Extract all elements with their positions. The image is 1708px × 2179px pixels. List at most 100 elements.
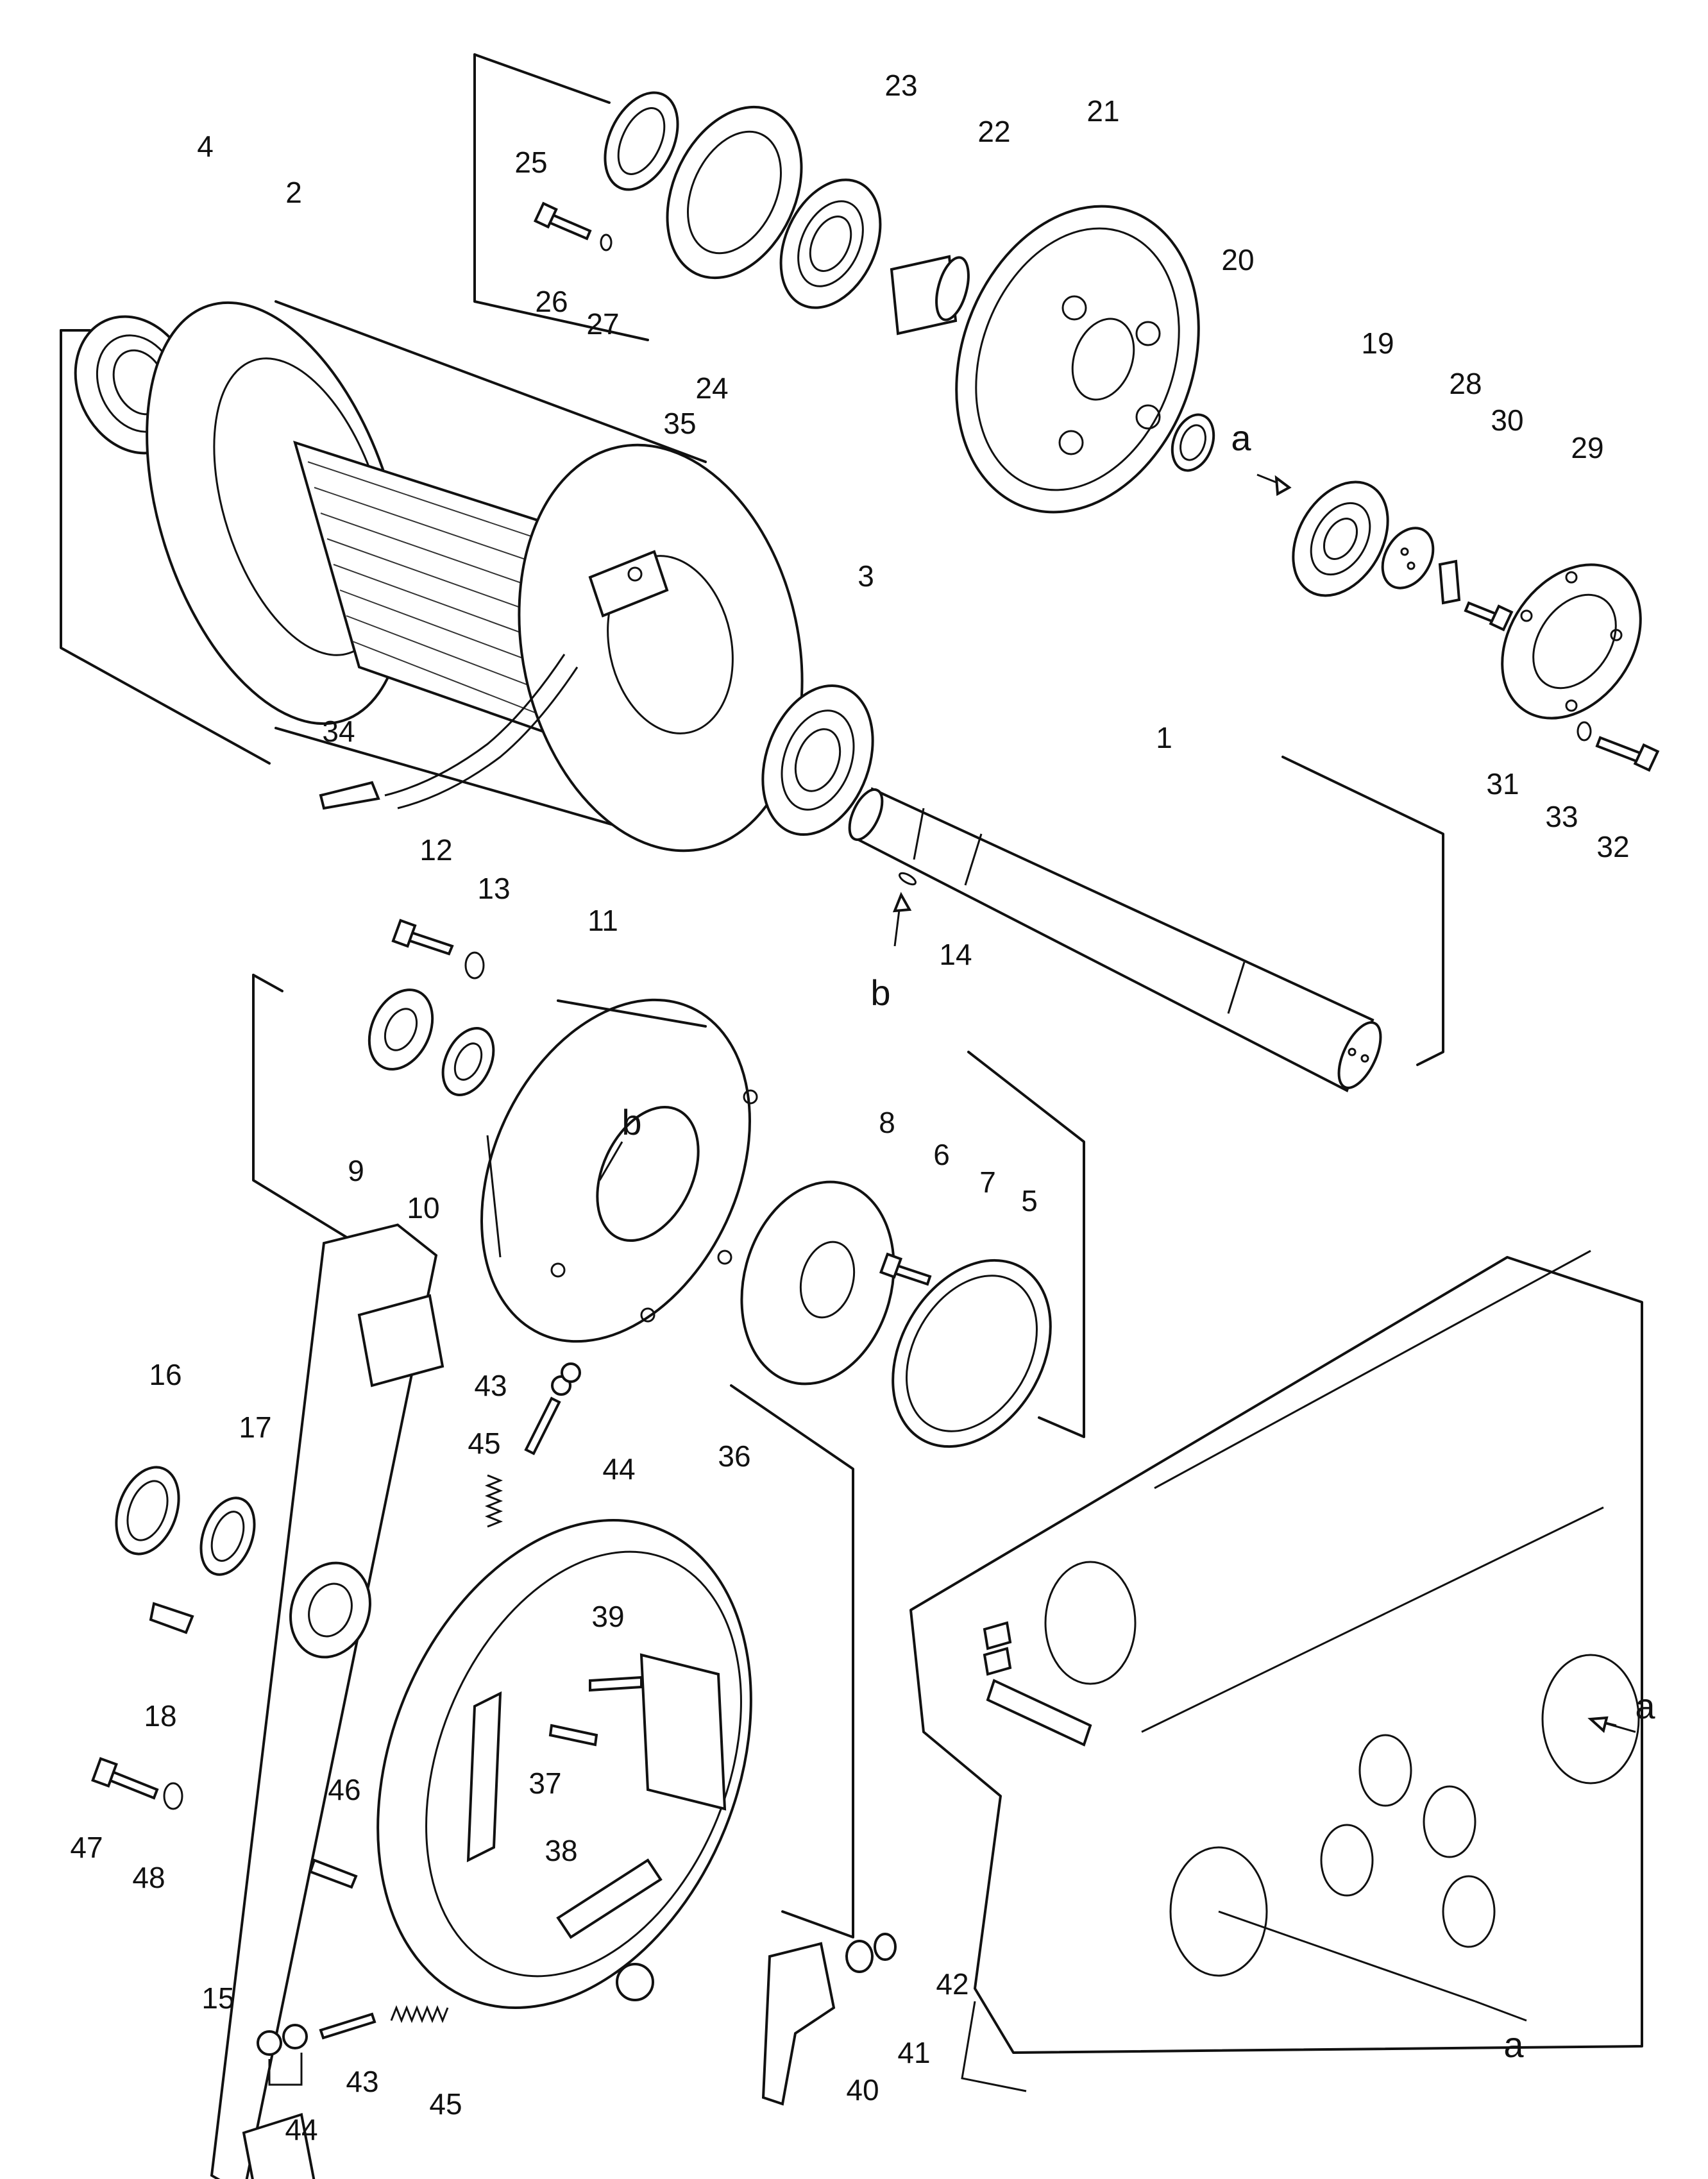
washer-10: [441, 1027, 495, 1096]
callout-15: 15: [201, 1981, 235, 2015]
seal-20: [1171, 413, 1215, 472]
callout-30: 30: [1491, 403, 1524, 437]
ref-letter-a-right: a: [1635, 1686, 1655, 1726]
callout-42: 42: [936, 1967, 969, 2001]
callout-43-bottom: 43: [346, 2065, 379, 2098]
washer-48: [163, 1782, 183, 1810]
callout-6: 6: [933, 1138, 950, 1171]
gasket-5: [892, 1259, 1052, 1448]
bearing-23: [779, 178, 882, 309]
callout-20: 20: [1221, 243, 1255, 276]
ref-letter-b-hub: b: [621, 1102, 642, 1142]
callout-19: 19: [1361, 326, 1394, 360]
ref-letter-b-left: b: [870, 972, 891, 1013]
washer-13: [464, 951, 485, 979]
callout-32: 32: [1596, 830, 1630, 863]
bearing-3: [761, 684, 874, 836]
callout-41: 41: [897, 2036, 931, 2069]
spring-45-bottom: [390, 2005, 449, 2024]
callout-39: 39: [591, 1600, 625, 1633]
callout-3: 3: [858, 559, 874, 593]
callout-47: 47: [70, 1831, 103, 1864]
key-14: [899, 872, 917, 886]
gear-21: [955, 205, 1200, 514]
bolt-26: [533, 201, 592, 241]
callout-46: 46: [328, 1773, 361, 1806]
callout-11: 11: [588, 904, 618, 937]
callout-23: 23: [884, 69, 918, 102]
callout-25: 25: [514, 146, 548, 179]
winch-drum-2: [146, 300, 804, 852]
callout-27: 27: [586, 307, 620, 341]
callout-12: 12: [419, 833, 453, 867]
bolt-29: [1464, 601, 1514, 632]
rod-43-bottom: [319, 2012, 376, 2040]
bolt-47: [91, 1757, 159, 1800]
callout-13: 13: [477, 872, 511, 905]
bolt-12: [391, 919, 454, 956]
callout-44-bottom: 44: [285, 2113, 318, 2146]
spacer-22: [890, 255, 970, 335]
callout-8: 8: [879, 1106, 895, 1139]
lever-15: [210, 1223, 444, 2179]
washer-42: [874, 1933, 897, 1961]
callout-38: 38: [545, 1834, 578, 1867]
callout-14: 14: [939, 938, 972, 971]
callout-31: 31: [1486, 767, 1519, 801]
ref-letter-a-bottom: a: [1503, 2024, 1524, 2065]
callout-5: 5: [1021, 1184, 1038, 1217]
bearing-19: [1292, 480, 1389, 597]
flange-8: [740, 1180, 895, 1386]
callout-40: 40: [846, 2073, 879, 2107]
bracket-40: [761, 1942, 836, 2106]
callout-44-top: 44: [602, 1452, 636, 1486]
callout-10: 10: [407, 1191, 440, 1225]
bolt-6: [879, 1252, 932, 1286]
callout-37: 37: [528, 1767, 562, 1800]
lock-plate-30: [1438, 559, 1461, 605]
callout-22: 22: [977, 115, 1011, 148]
callout-28: 28: [1449, 367, 1482, 400]
bushing-16: [115, 1466, 180, 1556]
grease-fitting-18: [149, 1602, 194, 1634]
brake-hub-11: [480, 998, 758, 1343]
callout-26: 26: [535, 285, 568, 318]
cover-31: [1501, 563, 1642, 720]
callout-9: 9: [348, 1154, 364, 1187]
ref-letter-a-top: a: [1231, 418, 1251, 458]
bolts-39: [548, 1675, 643, 1747]
washer-27: [600, 233, 613, 251]
callout-33: 33: [1545, 800, 1578, 833]
leader-brackets: [60, 53, 1444, 1938]
rod-43-top: [524, 1396, 561, 1455]
callout-21: 21: [1087, 94, 1120, 128]
wedge-34: [319, 781, 380, 810]
nut-41: [845, 1940, 874, 1973]
nut-9: [368, 988, 434, 1071]
callout-2: 2: [285, 176, 302, 209]
winch-case: [909, 1250, 1643, 2092]
nuts-44-bottom: [257, 2024, 308, 2086]
cover-24: [666, 105, 803, 280]
callout-45-top: 45: [468, 1427, 501, 1460]
pin-46: [309, 1858, 358, 1889]
callout-18: 18: [144, 1699, 177, 1733]
callout-4: 4: [197, 130, 214, 163]
callout-16: 16: [149, 1358, 182, 1391]
callout-7: 7: [979, 1166, 996, 1199]
callout-35: 35: [663, 407, 697, 440]
rope-clamp-35: [588, 550, 669, 618]
spring-45-top: [484, 1474, 503, 1528]
callout-1: 1: [1156, 721, 1172, 754]
seal-25: [604, 91, 679, 191]
callout-24: 24: [695, 371, 729, 405]
callout-36: 36: [718, 1439, 751, 1473]
callout-43-top: 43: [474, 1369, 507, 1402]
brake-band-36: [376, 1519, 752, 2009]
callout-45-bottom: 45: [429, 2087, 462, 2121]
bolt-32: [1595, 736, 1660, 772]
reference-arrows: [598, 473, 1636, 2022]
callout-29: 29: [1571, 431, 1604, 464]
